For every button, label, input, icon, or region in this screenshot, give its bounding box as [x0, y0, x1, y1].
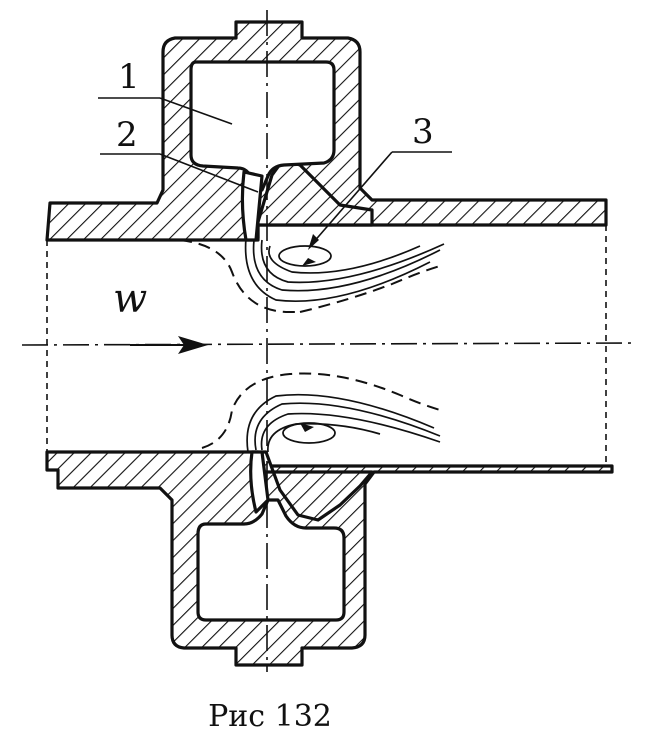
label-2: 2: [116, 115, 138, 155]
label-3: 3: [412, 112, 434, 152]
upper-streamline-3: [260, 239, 445, 284]
upper-boundary-dashed: [179, 239, 300, 313]
upper-streamline-4: [268, 245, 421, 274]
lower-vortex: [282, 422, 336, 444]
lower-boundary-dashed: [201, 372, 441, 449]
pipe-centerline: [21, 342, 633, 346]
lower-streamline-4: [267, 422, 381, 453]
lower-streamlines: [201, 372, 441, 453]
callouts: 1 2 3 w: [98, 57, 452, 322]
leader-1: [159, 97, 233, 125]
lower-slot: [249, 450, 270, 514]
upper-vortex-arrow: [302, 258, 316, 266]
upper-streamlines: [179, 237, 445, 313]
lower-chamber: [196, 498, 346, 622]
upper-housing: [45, 20, 608, 242]
velocity-label: w: [113, 276, 147, 322]
lower-vortex-arrow: [300, 423, 314, 432]
figure-caption: Рис 132: [208, 699, 332, 734]
leader-3: [311, 151, 393, 245]
lower-streamline-3: [260, 412, 441, 451]
upper-slot: [240, 170, 264, 242]
lower-streamline-2: [254, 402, 441, 451]
lower-streamline-1: [246, 393, 435, 453]
upper-vortex: [278, 245, 332, 267]
flow-direction-arrow: [130, 336, 208, 354]
upper-orifice-edge: [256, 158, 374, 240]
lower-housing: [45, 450, 614, 667]
leader-2: [159, 153, 259, 193]
upper-streamline-1: [244, 237, 431, 303]
leader-3-arrow: [308, 234, 319, 250]
upper-boundary-dashed-right: [299, 265, 441, 313]
upper-streamline-2: [252, 239, 441, 292]
lower-orifice-edge: [260, 450, 374, 522]
label-1: 1: [118, 57, 140, 97]
